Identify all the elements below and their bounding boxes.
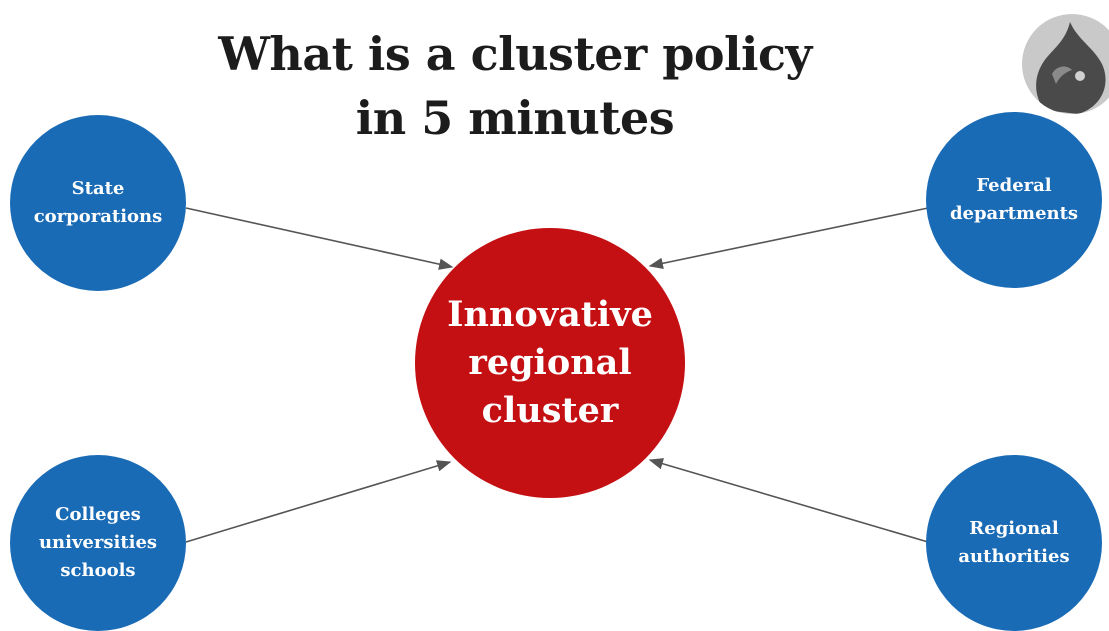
logo (1022, 14, 1109, 114)
edge-colleges-to-center (185, 460, 452, 543)
node-federal-departments: Federal departments (926, 112, 1102, 288)
node-label-line: schools (60, 560, 136, 581)
center-label-line: Innovative (447, 294, 653, 335)
node-label-line: Federal (976, 175, 1052, 196)
title-line-2: in 5 minutes (355, 91, 675, 145)
drop-shape (1036, 22, 1106, 114)
center-label-line: regional (468, 342, 632, 383)
center-label-line: cluster (481, 390, 619, 431)
node-regional-authorities: Regional authorities (926, 455, 1102, 631)
node-state-corporations: State corporations (10, 115, 186, 291)
drop-eye (1075, 71, 1085, 81)
title-line-1: What is a cluster policy (218, 27, 812, 81)
drupal-drop-icon (1036, 22, 1106, 114)
node-label-line: corporations (33, 206, 163, 227)
node-label-line: State (71, 178, 125, 199)
node-colleges-universities-schools: Colleges universities schools (10, 455, 186, 631)
diagram-title: What is a cluster policy in 5 minutes (215, 22, 815, 150)
node-label-line: Regional (969, 518, 1059, 539)
node-label-line: Colleges (55, 504, 141, 525)
node-label-line: departments (949, 203, 1079, 224)
drop-highlight (1052, 66, 1072, 84)
node-label-line: authorities (958, 546, 1070, 567)
edge-state-to-center (185, 207, 454, 270)
edge-regional-to-center (648, 458, 929, 543)
node-innovative-regional-cluster: Innovative regional cluster (415, 228, 685, 498)
node-label-line: universities (38, 532, 158, 553)
edge-federal-to-center (648, 207, 929, 269)
